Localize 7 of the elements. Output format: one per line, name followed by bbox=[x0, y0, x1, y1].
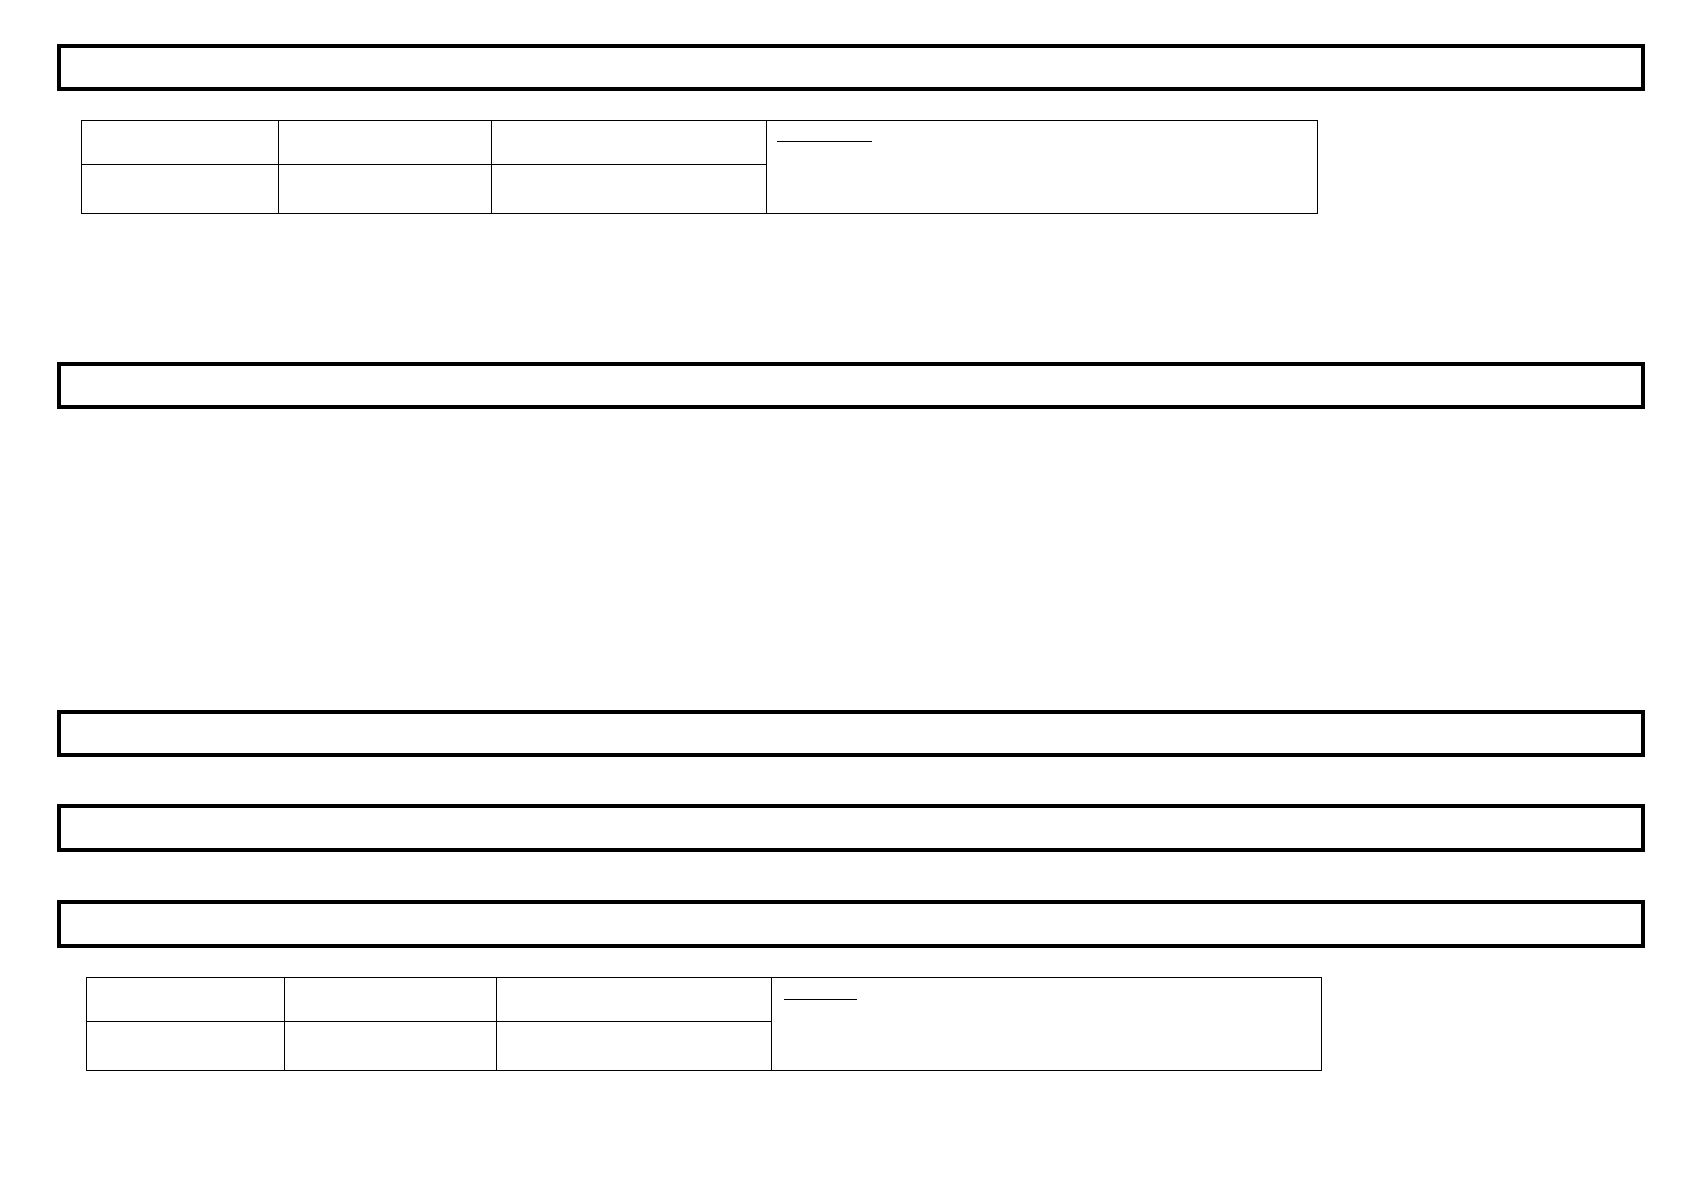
outlined-bar bbox=[57, 44, 1645, 91]
outlined-bar bbox=[57, 710, 1645, 757]
outlined-bar bbox=[57, 362, 1645, 409]
empty-table bbox=[86, 977, 1322, 1071]
outlined-bar bbox=[57, 900, 1645, 948]
outlined-bar bbox=[57, 804, 1645, 852]
empty-table bbox=[81, 120, 1318, 214]
